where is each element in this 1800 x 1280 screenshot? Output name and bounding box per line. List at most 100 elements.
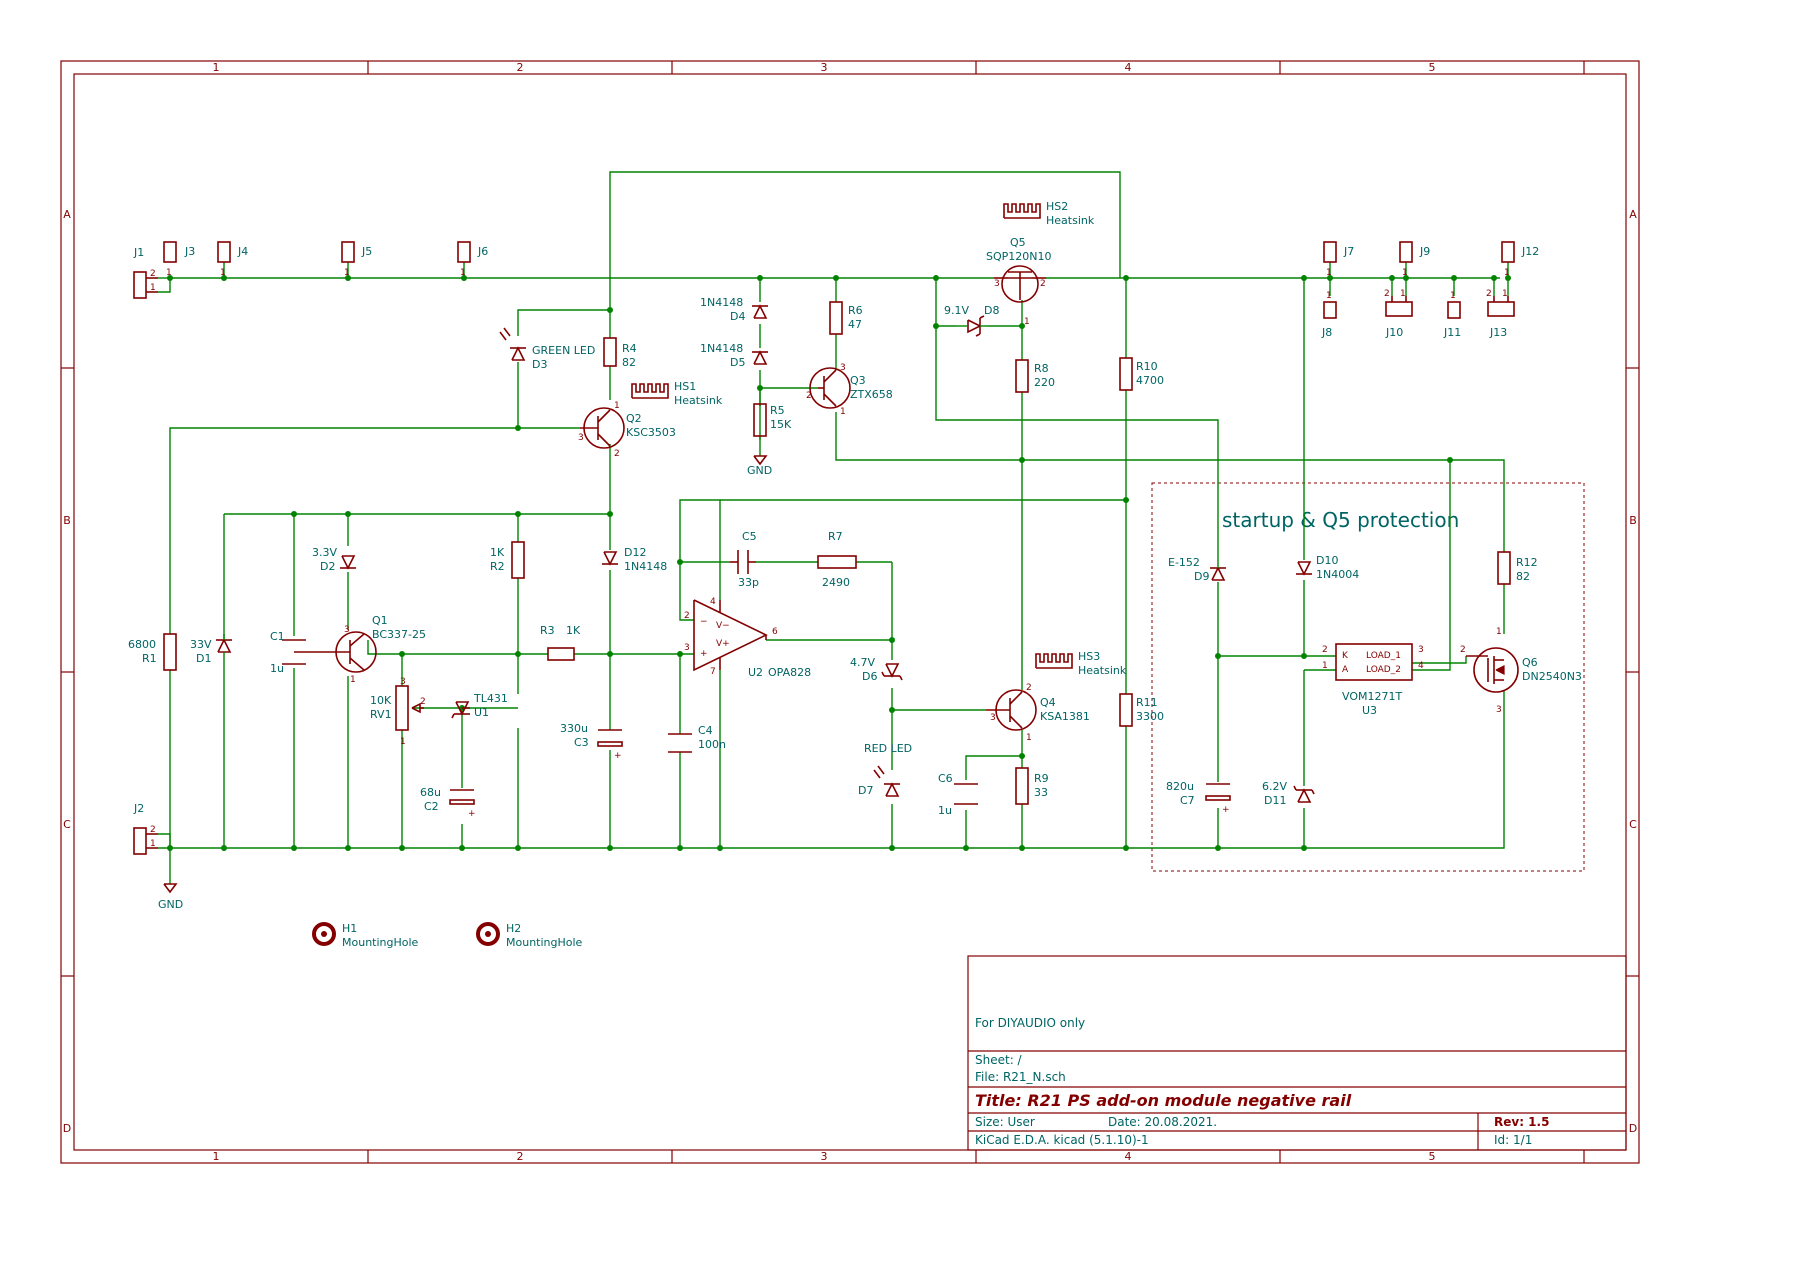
mosfet-q6[interactable]: 213 Q6 DN2540N3: [1460, 627, 1582, 715]
led-d7[interactable]: RED LED D7: [858, 742, 912, 797]
resistor-r6[interactable]: R6 47: [829, 301, 863, 335]
resistor-r12[interactable]: R12 82: [1497, 551, 1538, 585]
capacitor-c3[interactable]: + 330u C3: [560, 722, 623, 761]
resistor-r5[interactable]: R5 15K: [753, 403, 792, 437]
diode-d11[interactable]: 6.2V D11: [1262, 780, 1315, 807]
resistor-r8[interactable]: R8 220: [1015, 359, 1055, 393]
j11-ref: J11: [1443, 326, 1461, 339]
resistor-r11[interactable]: R11 3300: [1119, 693, 1164, 727]
resistor-r10[interactable]: R10 4700: [1119, 357, 1164, 391]
connector-j2[interactable]: 21 J2: [133, 802, 158, 855]
title-rev: Rev: 1.5: [1494, 1115, 1549, 1129]
d9-ref: D9: [1194, 570, 1209, 583]
resistor-r9[interactable]: R9 33: [1015, 767, 1049, 805]
diode-d9[interactable]: E-152 D9: [1168, 556, 1226, 583]
d2-ref: D2: [320, 560, 335, 573]
row-letters: A B C D A B C D: [63, 208, 1637, 1135]
r9-value: 33: [1034, 786, 1048, 799]
capacitor-c7[interactable]: + 820u C7: [1166, 780, 1231, 815]
svg-text:3: 3: [1418, 645, 1424, 655]
svg-text:2: 2: [1322, 645, 1328, 655]
potentiometer-rv1[interactable]: 312 10K RV1: [370, 677, 426, 747]
connector-j7[interactable]: 1 J7: [1323, 241, 1354, 278]
svg-text:1: 1: [1450, 291, 1456, 301]
svg-text:1: 1: [1326, 268, 1332, 278]
q3-value: ZTX658: [850, 388, 893, 401]
diode-d5[interactable]: 1N4148 D5: [700, 342, 768, 369]
connector-j4[interactable]: 1 J4: [217, 241, 248, 278]
resistor-r4[interactable]: R4 82: [603, 337, 637, 369]
d5-ref: D5: [730, 356, 745, 369]
d6-ref: D6: [862, 670, 877, 683]
svg-text:1: 1: [400, 737, 406, 747]
connector-j8[interactable]: 1 J8: [1321, 291, 1337, 339]
transistor-q4[interactable]: 321 Q4 KSA1381: [986, 683, 1090, 743]
u3-pin-load2: LOAD_2: [1366, 665, 1401, 675]
diode-d10[interactable]: D10 1N4004: [1296, 554, 1359, 581]
j1-ref: J1: [133, 246, 144, 259]
c2-ref: C2: [424, 800, 439, 813]
r10-value: 4700: [1136, 374, 1164, 387]
rv1-ref: RV1: [370, 708, 392, 721]
r9-ref: R9: [1034, 772, 1049, 785]
connector-j12[interactable]: 1 J12: [1501, 241, 1539, 278]
connector-j9[interactable]: 1 J9: [1399, 241, 1430, 278]
connector-j5[interactable]: 1 J5: [341, 241, 372, 278]
hs2-ref: HS2: [1046, 200, 1068, 213]
connector-j3[interactable]: 1 J3: [163, 241, 195, 278]
diode-d2[interactable]: 3.3V D2: [312, 546, 356, 573]
optocoupler-u3[interactable]: 21 34 K A LOAD_1 LOAD_2 VOM1271T U3: [1322, 643, 1424, 717]
connector-j1[interactable]: 21 J1: [133, 246, 158, 299]
opamp-u2[interactable]: −+ 236 47 V−V+ U2 OPA828: [684, 597, 811, 679]
capacitor-c1[interactable]: C1 1u: [270, 630, 306, 675]
c3-value: 330u: [560, 722, 588, 735]
diode-d12[interactable]: D12 1N4148: [602, 546, 667, 573]
diode-d6[interactable]: 4.7V D6: [850, 656, 903, 683]
svg-text:3: 3: [840, 363, 846, 373]
capacitor-c5[interactable]: C5 33p: [730, 530, 759, 589]
diode-d4[interactable]: 1N4148 D4: [700, 296, 768, 323]
d8-ref: D8: [984, 304, 999, 317]
transistor-q2[interactable]: 312 Q2 KSC3503: [578, 401, 676, 459]
capacitor-c6[interactable]: C6 1u: [938, 772, 978, 817]
c6-value: 1u: [938, 804, 952, 817]
title-block: For DIYAUDIO only Sheet: / File: R21_N.s…: [967, 955, 1627, 1151]
diode-d8[interactable]: 9.1V D8: [944, 304, 999, 337]
svg-text:4: 4: [1418, 661, 1424, 671]
resistor-r3[interactable]: R3 1K: [540, 624, 581, 661]
svg-text:V+: V+: [716, 639, 730, 649]
h2-value: MountingHole: [506, 936, 583, 949]
led-d3[interactable]: GREEN LED D3: [499, 327, 595, 371]
d12-ref: D12: [624, 546, 646, 559]
title-main: Title: R21 PS add-on module negative rai…: [975, 1091, 1352, 1110]
transistor-q1[interactable]: 31 Q1 BC337-25: [294, 614, 426, 685]
diode-d1[interactable]: 33V D1: [190, 634, 232, 665]
c6-ref: C6: [938, 772, 953, 785]
capacitor-c2[interactable]: + 68u C2: [420, 786, 476, 819]
col-4-bottom: 4: [1125, 1150, 1132, 1163]
q5-ref: Q5: [1010, 236, 1026, 249]
svg-text:1: 1: [1402, 268, 1408, 278]
connector-j6[interactable]: 1 J6: [457, 241, 488, 278]
d3-ref: D3: [532, 358, 547, 371]
r5-ref: R5: [770, 404, 785, 417]
d8-value: 9.1V: [944, 304, 969, 317]
connector-j11[interactable]: 1 J11: [1443, 291, 1461, 339]
hs1-value: Heatsink: [674, 394, 723, 407]
r1-value: 6800: [128, 638, 156, 651]
resistor-r1[interactable]: 6800 R1: [128, 633, 177, 671]
q1-ref: Q1: [372, 614, 388, 627]
c1-ref: C1: [270, 630, 285, 643]
d12-value: 1N4148: [624, 560, 667, 573]
resistor-r7[interactable]: R7 2490: [817, 530, 857, 589]
shunt-regulator-u1[interactable]: TL431 U1: [451, 692, 508, 719]
resistor-r2[interactable]: 1K R2: [490, 541, 525, 579]
svg-text:6: 6: [772, 627, 778, 637]
transistor-q3[interactable]: 231 Q3 ZTX658: [806, 363, 893, 417]
u3-pin-a: A: [1342, 665, 1349, 675]
capacitor-c4[interactable]: C4 100n: [668, 724, 726, 753]
col-3-top: 3: [821, 61, 828, 74]
